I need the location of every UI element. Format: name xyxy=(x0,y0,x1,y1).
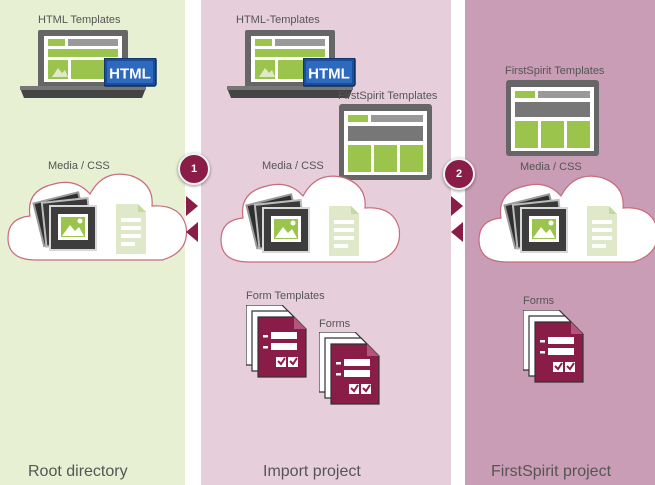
step-1-badge: 1 xyxy=(178,153,210,185)
html-templates-label: HTML Templates xyxy=(38,14,121,26)
cloud-icon xyxy=(220,175,401,263)
firstspirit-templates-label: FirstSpirit Templates xyxy=(338,90,438,102)
forms-label: Forms xyxy=(523,295,555,307)
import-project-footer: Import project xyxy=(263,463,361,480)
template-window-icon xyxy=(506,80,599,156)
step-2-badge: 2 xyxy=(443,158,475,190)
arrow-left-icon xyxy=(186,222,198,242)
html-templates-label: HTML-Templates xyxy=(236,14,320,26)
firstspirit-templates-label: FirstSpirit Templates xyxy=(505,65,605,77)
import-project-column: HTML-Templates HTML FirstSpirit Template… xyxy=(201,0,451,485)
firstspirit-project-column: FirstSpirit Templates Media / CSS Forms … xyxy=(465,0,655,485)
html-badge-icon: HTML xyxy=(104,58,157,87)
media-css-label: Media / CSS xyxy=(520,161,582,173)
media-css-label: Media / CSS xyxy=(48,160,110,172)
cloud-icon xyxy=(7,173,188,261)
root-directory-footer: Root directory xyxy=(28,463,128,480)
transfer-arrows-2 xyxy=(451,196,463,242)
cloud-icon xyxy=(478,175,655,263)
firstspirit-project-footer: FirstSpirit project xyxy=(491,463,612,480)
root-directory-column: HTML Templates HTML Media / CSS Root dir… xyxy=(0,0,188,485)
form-stack-icon xyxy=(246,305,307,378)
media-css-label: Media / CSS xyxy=(262,160,324,172)
forms-label: Forms xyxy=(319,318,351,330)
html-badge-text: HTML xyxy=(109,66,151,83)
form-stack-icon xyxy=(523,310,584,383)
html-badge-icon: HTML xyxy=(303,58,356,87)
transfer-arrows-1 xyxy=(186,196,198,242)
arrow-left-icon xyxy=(451,222,463,242)
form-templates-label: Form Templates xyxy=(246,290,325,302)
form-stack-icon xyxy=(319,332,380,405)
html-badge-text: HTML xyxy=(308,66,350,83)
arrow-right-icon xyxy=(186,196,198,216)
arrow-right-icon xyxy=(451,196,463,216)
